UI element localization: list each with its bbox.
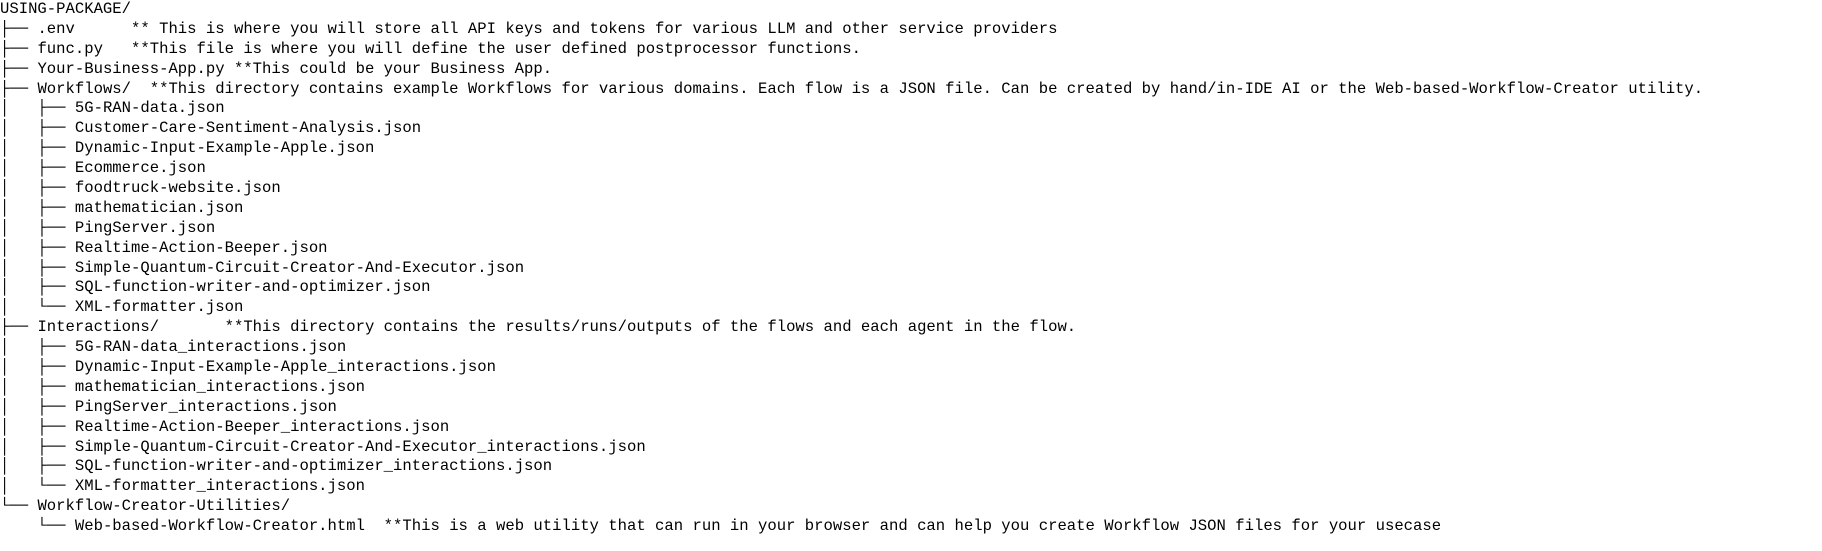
tree-line: │ ├── Realtime-Action-Beeper.json xyxy=(0,239,1822,259)
tree-line: │ ├── mathematician.json xyxy=(0,199,1822,219)
tree-branch-prefix: ├── xyxy=(0,79,38,98)
folder-name: Interactions/ xyxy=(37,318,160,337)
root-folder-name: USING-PACKAGE/ xyxy=(0,0,132,18)
tree-line: │ ├── Customer-Care-Sentiment-Analysis.j… xyxy=(0,119,1822,139)
tree-branch-prefix: ├── xyxy=(0,19,38,38)
file-name: XML-formatter.json xyxy=(74,298,244,317)
entry-comment: **This file is where you will define the… xyxy=(102,39,861,58)
entry-comment: **This could be your Business App. xyxy=(224,59,553,78)
file-name: Dynamic-Input-Example-Apple.json xyxy=(74,139,375,158)
tree-branch-prefix: │ ├── xyxy=(0,218,75,237)
tree-line: ├── Workflows/ **This directory contains… xyxy=(0,80,1822,100)
tree-line: │ └── XML-formatter_interactions.json xyxy=(0,477,1822,497)
tree-branch-prefix: │ ├── xyxy=(0,198,75,217)
tree-branch-prefix: │ ├── xyxy=(0,397,75,416)
file-name: Dynamic-Input-Example-Apple_interactions… xyxy=(74,358,496,377)
tree-branch-prefix: │ ├── xyxy=(0,417,75,436)
file-name: XML-formatter_interactions.json xyxy=(74,477,365,496)
tree-line: │ ├── SQL-function-writer-and-optimizer_… xyxy=(0,457,1822,477)
tree-branch-prefix: │ ├── xyxy=(0,358,75,377)
tree-line: │ ├── mathematician_interactions.json xyxy=(0,378,1822,398)
tree-line: │ ├── Dynamic-Input-Example-Apple.json xyxy=(0,139,1822,159)
file-name: foodtruck-website.json xyxy=(74,179,281,198)
file-name: 5G-RAN-data_interactions.json xyxy=(74,338,347,357)
tree-line: │ ├── PingServer_interactions.json xyxy=(0,398,1822,418)
tree-line: │ ├── Realtime-Action-Beeper_interaction… xyxy=(0,418,1822,438)
tree-branch-prefix: │ ├── xyxy=(0,457,75,476)
tree-line: ├── .env ** This is where you will store… xyxy=(0,20,1822,40)
file-name: mathematician.json xyxy=(74,198,244,217)
file-name: PingServer.json xyxy=(74,218,216,237)
file-name: Web-based-Workflow-Creator.html xyxy=(74,517,365,536)
tree-branch-prefix: │ ├── xyxy=(0,119,75,138)
file-name: Customer-Care-Sentiment-Analysis.json xyxy=(74,119,422,138)
file-name: SQL-function-writer-and-optimizer.json xyxy=(74,278,431,297)
tree-branch-prefix: │ └── xyxy=(0,477,75,496)
tree-root: USING-PACKAGE/ xyxy=(0,0,1822,20)
tree-line: │ ├── SQL-function-writer-and-optimizer.… xyxy=(0,278,1822,298)
file-name: Simple-Quantum-Circuit-Creator-And-Execu… xyxy=(74,437,646,456)
tree-line: │ ├── Ecommerce.json xyxy=(0,159,1822,179)
tree-branch-prefix: │ ├── xyxy=(0,238,75,257)
tree-branch-prefix: │ ├── xyxy=(0,99,75,118)
tree-branch-prefix: └── xyxy=(0,517,75,536)
tree-branch-prefix: ├── xyxy=(0,318,38,337)
tree-branch-prefix: ├── xyxy=(0,59,38,78)
tree-branch-prefix: ├── xyxy=(0,39,38,58)
tree-line: │ ├── PingServer.json xyxy=(0,219,1822,239)
tree-line: ├── func.py **This file is where you wil… xyxy=(0,40,1822,60)
tree-lines: ├── .env ** This is where you will store… xyxy=(0,20,1822,537)
tree-branch-prefix: │ ├── xyxy=(0,179,75,198)
entry-comment: **This is a web utility that can run in … xyxy=(364,517,1442,536)
tree-line: └── Workflow-Creator-Utilities/ xyxy=(0,497,1822,517)
file-name: Realtime-Action-Beeper_interactions.json xyxy=(74,417,450,436)
entry-comment: **This directory contains the results/ru… xyxy=(159,318,1077,337)
tree-line: │ └── XML-formatter.json xyxy=(0,298,1822,318)
file-name: func.py xyxy=(37,39,103,58)
file-name: PingServer_interactions.json xyxy=(74,397,337,416)
file-name: Ecommerce.json xyxy=(74,159,206,178)
file-name: Your-Business-App.py xyxy=(37,59,225,78)
file-name: Realtime-Action-Beeper.json xyxy=(74,238,328,257)
tree-branch-prefix: │ ├── xyxy=(0,139,75,158)
tree-line: │ ├── Simple-Quantum-Circuit-Creator-And… xyxy=(0,438,1822,458)
tree-line: │ ├── Simple-Quantum-Circuit-Creator-And… xyxy=(0,259,1822,279)
folder-name: Workflow-Creator-Utilities/ xyxy=(37,497,291,516)
entry-comment: **This directory contains example Workfl… xyxy=(131,79,1704,98)
folder-name: Workflows/ xyxy=(37,79,132,98)
tree-branch-prefix: │ └── xyxy=(0,298,75,317)
tree-line: └── Web-based-Workflow-Creator.html **Th… xyxy=(0,517,1822,537)
file-name: SQL-function-writer-and-optimizer_intera… xyxy=(74,457,553,476)
tree-line: │ ├── 5G-RAN-data_interactions.json xyxy=(0,338,1822,358)
tree-branch-prefix: │ ├── xyxy=(0,258,75,277)
tree-branch-prefix: │ ├── xyxy=(0,338,75,357)
tree-line: │ ├── 5G-RAN-data.json xyxy=(0,99,1822,119)
tree-branch-prefix: │ ├── xyxy=(0,159,75,178)
file-name: 5G-RAN-data.json xyxy=(74,99,225,118)
file-name: .env xyxy=(37,19,75,38)
file-name: Simple-Quantum-Circuit-Creator-And-Execu… xyxy=(74,258,525,277)
entry-comment: ** This is where you will store all API … xyxy=(74,19,1058,38)
directory-tree: USING-PACKAGE/├── .env ** This is where … xyxy=(0,0,1822,537)
tree-branch-prefix: │ ├── xyxy=(0,278,75,297)
tree-line: ├── Your-Business-App.py **This could be… xyxy=(0,60,1822,80)
tree-line: │ ├── foodtruck-website.json xyxy=(0,179,1822,199)
tree-branch-prefix: │ ├── xyxy=(0,377,75,396)
file-name: mathematician_interactions.json xyxy=(74,377,365,396)
tree-line: ├── Interactions/ **This directory conta… xyxy=(0,318,1822,338)
tree-branch-prefix: └── xyxy=(0,497,38,516)
tree-branch-prefix: │ ├── xyxy=(0,437,75,456)
tree-line: │ ├── Dynamic-Input-Example-Apple_intera… xyxy=(0,358,1822,378)
